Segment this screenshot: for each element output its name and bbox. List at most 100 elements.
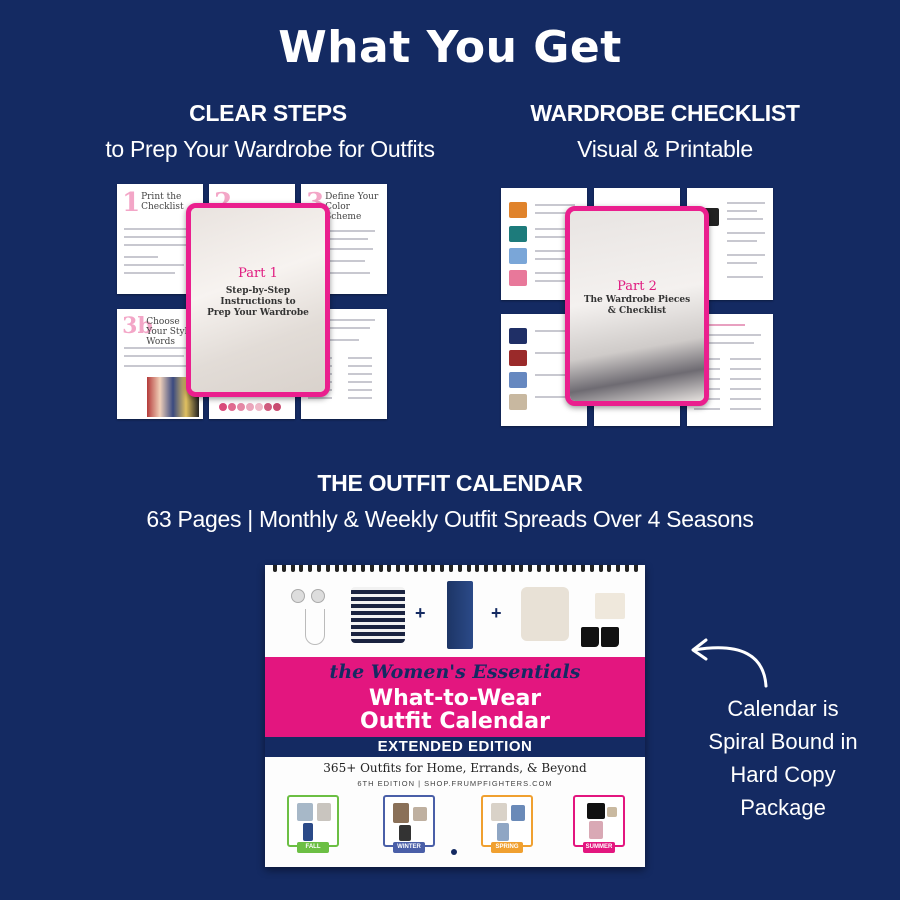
section-title-checklist: WARDROBE CHECKLIST <box>530 100 800 126</box>
section-subtitle-calendar: 63 Pages | Monthly & Weekly Outfit Sprea… <box>146 506 754 532</box>
spiral-coil <box>572 565 577 572</box>
spiral-coil <box>501 565 506 572</box>
tablet-part-label: Part 1 <box>238 266 278 281</box>
boot-image <box>581 627 599 647</box>
spiral-coil <box>431 565 436 572</box>
section-title-calendar: THE OUTFIT CALENDAR <box>317 470 583 496</box>
tablet-desc-line1: The Wardrobe Pieces <box>583 295 691 305</box>
spiral-coil <box>413 565 418 572</box>
spiral-coil <box>369 565 374 572</box>
spiral-coil <box>405 565 409 572</box>
spiral-coil <box>440 565 445 572</box>
note-line2: Spiral Bound in <box>708 729 858 754</box>
striped-sweater-image <box>351 587 405 643</box>
season-tag: WINTER <box>393 842 425 853</box>
spiral-coil <box>299 565 304 572</box>
spiral-coil <box>528 565 533 572</box>
spiral-coil <box>484 565 489 572</box>
spiral-coil <box>589 565 594 572</box>
section-title-steps: CLEAR STEPS <box>189 100 347 126</box>
tote-bag-image <box>595 593 625 619</box>
spiral-coil <box>281 565 286 572</box>
tablet-desc-line2: & Checklist <box>607 306 667 316</box>
spiral-coil <box>422 565 427 572</box>
tablet-desc-line1: Step-by-Step <box>225 286 291 296</box>
step-number: 3b <box>122 313 153 339</box>
section-subtitle-steps: to Prep Your Wardrobe for Outfits <box>105 136 435 162</box>
spiral-coil <box>625 565 629 572</box>
spiral-coil <box>554 565 559 572</box>
step-heading: Choose Your Style Words <box>146 317 193 347</box>
season-card-fall: FALL <box>287 795 339 853</box>
calendar-title-line1: What-to-Wear <box>368 686 542 711</box>
spiral-coil <box>290 565 295 572</box>
spiral-coil <box>396 565 401 572</box>
curved-arrow-left-icon <box>691 638 768 688</box>
note-line4: Package <box>740 795 826 820</box>
spiral-coil <box>563 565 568 572</box>
earring-image <box>291 589 305 603</box>
spiral-coil <box>457 565 462 572</box>
jeans-image <box>447 581 473 649</box>
spiral-coil <box>449 565 453 572</box>
season-card-summer: SUMMER <box>573 795 625 853</box>
calendar-title-line2: Outfit Calendar <box>360 709 550 734</box>
calendar-script-title: the Women's Essentials <box>329 661 581 683</box>
spiral-coil <box>607 565 612 572</box>
spiral-coil <box>545 565 550 572</box>
page-title: What You Get <box>278 22 622 73</box>
tablet-part-label: Part 2 <box>617 279 657 294</box>
spiral-coil <box>510 565 515 572</box>
tablet-desc-line2: Instructions to <box>220 297 296 307</box>
necklace-image <box>305 609 325 645</box>
calendar-title-band: the Women's Essentials What-to-Wear Outf… <box>265 657 645 737</box>
spiral-coil <box>537 565 541 572</box>
tablet-desc-line3: Prep Your Wardrobe <box>207 308 309 318</box>
calendar-subtitle: 365+ Outfits for Home, Errands, & Beyond <box>323 761 587 775</box>
step-number: 1 <box>122 188 141 218</box>
step-heading: Print the Checklist <box>141 192 184 212</box>
spiral-coil <box>325 565 330 572</box>
section-subtitle-checklist: Visual & Printable <box>577 136 753 162</box>
note-line1: Calendar is <box>727 696 839 721</box>
plus-icon: + <box>415 603 426 623</box>
spiral-coil <box>317 565 321 572</box>
spiral-coil <box>308 565 313 572</box>
calendar-note: Calendar is Spiral Bound in Hard Copy Pa… <box>692 692 874 824</box>
earring-image <box>311 589 325 603</box>
spiral-coil <box>616 565 621 572</box>
season-tag: SUMMER <box>583 842 615 853</box>
calendar-url: 6TH EDITION | SHOP.FRUMPFIGHTERS.COM <box>357 779 553 788</box>
spiral-coil <box>334 565 339 572</box>
spiral-coil <box>633 565 638 572</box>
season-card-winter: WINTER <box>383 795 435 853</box>
spiral-coil <box>361 565 365 572</box>
tablet-part2: Part 2 The Wardrobe Pieces & Checklist <box>565 206 709 406</box>
tablet-photo <box>191 208 325 392</box>
spiral-coil <box>378 565 383 572</box>
plus-icon: + <box>491 603 502 623</box>
vest-image <box>521 587 569 641</box>
calendar-hole <box>451 849 457 855</box>
spiral-coil <box>273 565 277 572</box>
edition-banner: EXTENDED EDITION <box>265 737 645 757</box>
spiral-coil <box>343 565 348 572</box>
spiral-coil <box>475 565 480 572</box>
spiral-coil <box>466 565 471 572</box>
boot-image <box>601 627 619 647</box>
spiral-coil <box>493 565 497 572</box>
tablet-part1: Part 1 Step-by-Step Instructions to Prep… <box>186 203 330 397</box>
spiral-coil <box>598 565 603 572</box>
spiral-coil <box>581 565 585 572</box>
season-tag: SPRING <box>491 842 523 853</box>
style-words-page <box>301 309 387 419</box>
step-heading: Define Your Color Scheme <box>325 192 379 222</box>
season-tag: FALL <box>297 842 329 853</box>
tablet-photo <box>570 211 704 401</box>
spiral-coil <box>519 565 524 572</box>
spiral-coil <box>352 565 357 572</box>
outfit-calendar: + + the Women's Essentials What-to-Wear … <box>265 565 645 867</box>
note-line3: Hard Copy <box>730 762 836 787</box>
spiral-coil <box>387 565 392 572</box>
season-card-spring: SPRING <box>481 795 533 853</box>
